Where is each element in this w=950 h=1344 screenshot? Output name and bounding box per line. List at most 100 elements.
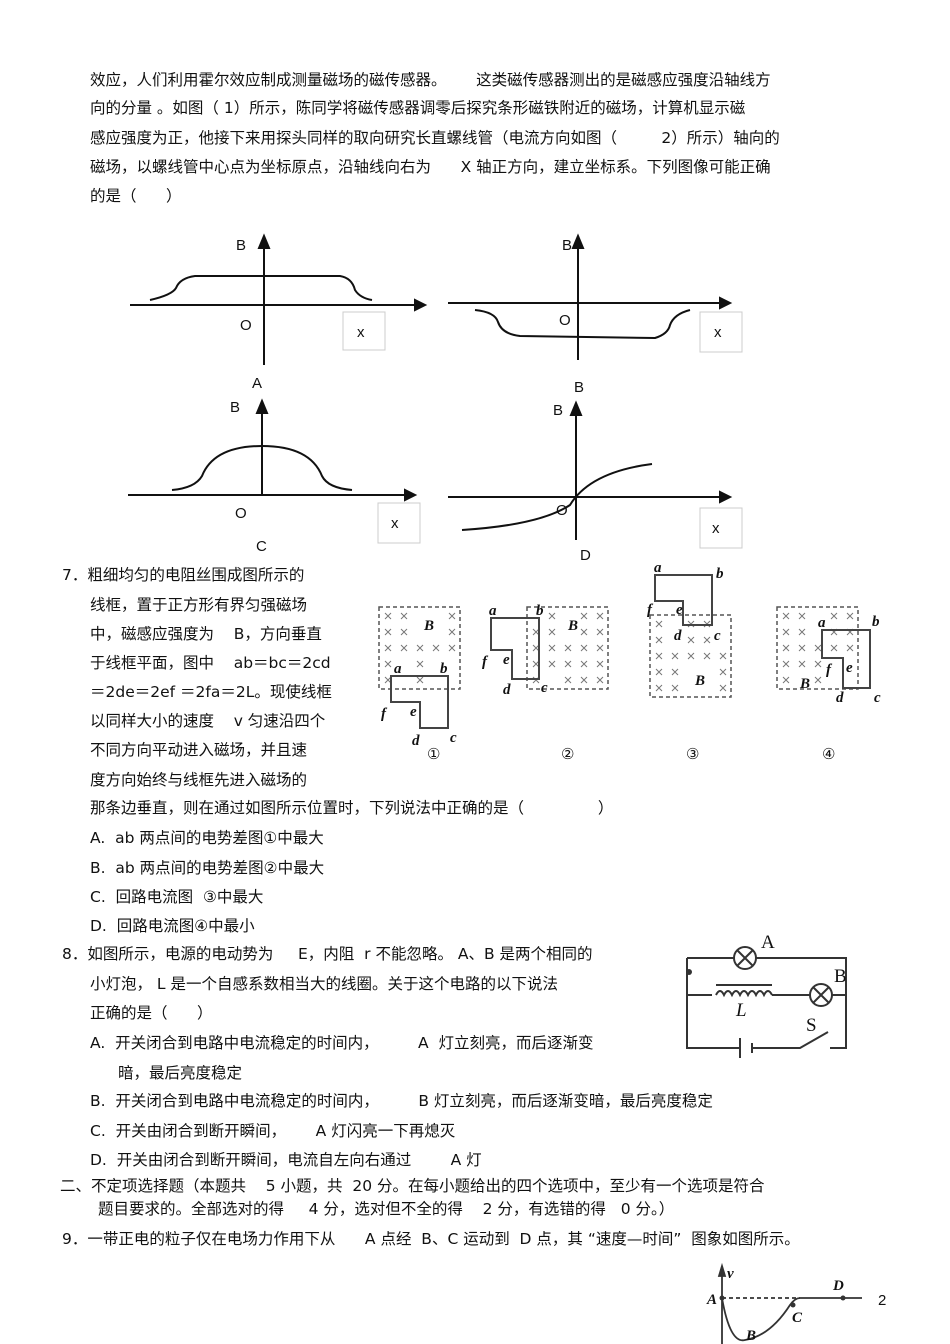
svg-text:b: b	[440, 661, 448, 677]
graph-a-origin: O	[240, 317, 252, 334]
graph-c-origin: O	[235, 505, 247, 522]
svg-text:d: d	[836, 690, 844, 706]
field-cross	[719, 684, 727, 692]
svg-text:b: b	[536, 603, 544, 619]
svg-text:d: d	[503, 682, 511, 698]
svg-text:a: a	[818, 615, 826, 631]
field-cross	[416, 660, 424, 668]
field-cross	[548, 612, 556, 620]
q6-line: 的是（ ）	[90, 187, 182, 205]
graph-d-origin: O	[556, 502, 568, 519]
field-cross	[448, 644, 456, 652]
graph-c-xlabel: x	[391, 515, 399, 532]
field-cross	[384, 660, 392, 668]
point-d-label: D	[832, 1278, 844, 1294]
page-number: 2	[878, 1292, 886, 1309]
field-cross	[400, 644, 408, 652]
section2-line: 二、不定项选择题（本题共 5 小题，共 20 分。在每小题给出的四个选项中，至少…	[60, 1177, 765, 1195]
graph-b-xlabel: x	[714, 324, 722, 341]
field-cross	[580, 628, 588, 636]
field-label: B	[694, 673, 705, 689]
field-cross	[548, 660, 556, 668]
svg-text:e: e	[676, 602, 683, 618]
svg-text:d: d	[412, 733, 420, 749]
field-cross	[814, 644, 822, 652]
q7-line: 那条边垂直，则在通过如图所示位置时，下列说法中正确的是（ ）	[90, 799, 614, 817]
field-cross	[830, 612, 838, 620]
field-cross	[596, 660, 604, 668]
field-cross	[655, 684, 663, 692]
q7-line: 中，磁感应强度为 B，方向垂直	[90, 625, 322, 643]
field-cross	[671, 652, 679, 660]
figure-label: ①	[427, 746, 440, 763]
svg-text:f: f	[826, 662, 833, 678]
field-cross	[596, 644, 604, 652]
q8-option-d: D. 开关由闭合到断开瞬间，电流自左向右通过 A 灯	[90, 1151, 482, 1169]
svg-text:a: a	[489, 603, 497, 619]
field-cross	[580, 676, 588, 684]
field-cross	[448, 628, 456, 636]
graph-c-ylabel: B	[230, 399, 240, 416]
field-cross	[548, 644, 556, 652]
field-cross	[782, 660, 790, 668]
graph-b-origin: O	[559, 312, 571, 329]
graph-b-ylabel: B	[562, 237, 572, 254]
q6-line: 磁场，以螺线管中心点为坐标原点，沿轴线向右为 X 轴正方向，建立坐标系。下列图像…	[90, 158, 771, 176]
q7-line: 度方向始终与线框先进入磁场的	[90, 771, 308, 789]
field-cross	[846, 644, 854, 652]
q8-option-a: A. 开关闭合到电路中电流稳定的时间内， A 灯立刻亮，而后逐渐变	[90, 1034, 594, 1052]
svg-text:f: f	[647, 602, 654, 618]
field-cross	[846, 612, 854, 620]
field-cross	[655, 620, 663, 628]
field-cross	[798, 612, 806, 620]
field-cross	[814, 660, 822, 668]
q8-option-a-cont: 暗，最后亮度稳定	[118, 1064, 243, 1082]
field-cross	[384, 628, 392, 636]
lamp-a-label: A	[761, 932, 775, 953]
graph-d-ylabel: B	[553, 402, 563, 419]
field-label: B	[799, 676, 810, 692]
q6-line: 向的分量 。如图（ 1）所示，陈同学将磁传感器调零后探究条形磁铁附近的磁场，计算…	[90, 99, 746, 117]
svg-text:f: f	[482, 654, 489, 670]
field-cross	[432, 644, 440, 652]
point-a-label: A	[706, 1292, 717, 1308]
field-cross	[671, 668, 679, 676]
figure-label: ④	[822, 746, 835, 763]
section2-line: 题目要求的。全部选对的得 4 分，选对但不全的得 2 分，有选错的得 0 分。）	[98, 1200, 675, 1218]
q7-line: 于线框平面，图中 ab＝bc＝2cd	[90, 654, 331, 672]
point-c-label: C	[792, 1310, 803, 1326]
q6-line: 效应，人们利用霍尔效应制成测量磁场的磁传感器。 这类磁传感器测出的是磁感应强度沿…	[90, 71, 771, 89]
figure-label: ②	[561, 746, 574, 763]
field-cross	[782, 612, 790, 620]
q8-option-b: B. 开关闭合到电路中电流稳定的时间内， B 灯立刻亮，而后逐渐变暗，最后亮度稳…	[90, 1092, 713, 1110]
q8-option-c: C. 开关由闭合到断开瞬间， A 灯闪亮一下再熄灭	[90, 1122, 456, 1140]
field-cross	[719, 668, 727, 676]
q7-line: ＝2de＝2ef ＝2fa＝2L。现使线框	[90, 683, 332, 701]
graph-d-label: D	[580, 547, 591, 564]
field-label: B	[423, 618, 434, 634]
svg-text:b: b	[872, 614, 880, 630]
graph-c-label: C	[256, 538, 267, 555]
inductor-label: L	[735, 1000, 747, 1021]
field-cross	[548, 628, 556, 636]
graph-c	[128, 398, 421, 544]
field-cross	[830, 644, 838, 652]
field-cross	[416, 644, 424, 652]
field-cross	[782, 676, 790, 684]
q8-line: 小灯泡， L 是一个自感系数相当大的线圈。关于这个电路的以下说法	[90, 975, 558, 993]
svg-text:a: a	[394, 661, 402, 677]
q7-line: 不同方向平动进入磁场，并且速	[90, 741, 308, 759]
field-cross	[596, 676, 604, 684]
field-cross	[448, 612, 456, 620]
field-cross	[400, 612, 408, 620]
field-cross	[687, 636, 695, 644]
svg-text:f: f	[381, 706, 388, 722]
svg-text:c: c	[541, 680, 548, 696]
graph-a-ylabel: B	[236, 237, 246, 254]
field-cross	[580, 612, 588, 620]
